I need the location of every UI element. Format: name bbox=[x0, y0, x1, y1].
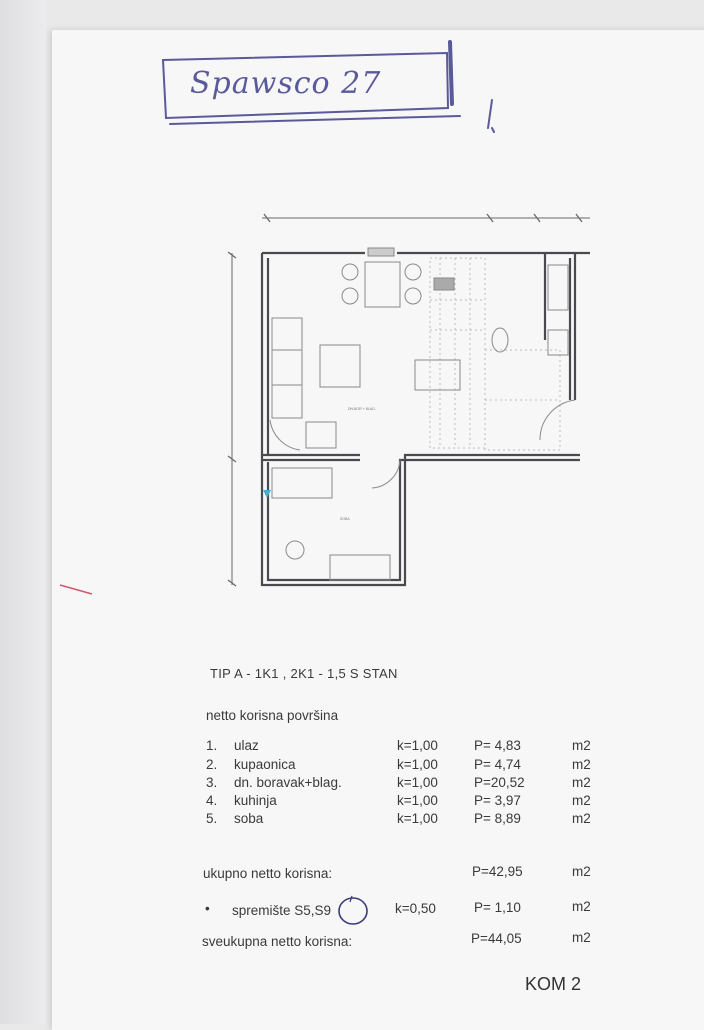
total-p: P=42,95 bbox=[472, 864, 523, 879]
plan-title: TIP A - 1K1 , 2K1 - 1,5 S STAN bbox=[210, 666, 398, 681]
room-name: ulaz bbox=[234, 738, 259, 753]
svg-text:DN.BOR + BLAG.: DN.BOR + BLAG. bbox=[348, 407, 376, 411]
room-k: k=1,00 bbox=[397, 793, 438, 808]
grand-p: P=44,05 bbox=[471, 931, 522, 946]
room-num: 5. bbox=[206, 811, 218, 826]
grand-unit: m2 bbox=[572, 930, 591, 945]
room-unit: m2 bbox=[572, 738, 591, 753]
room-num: 2. bbox=[206, 757, 218, 772]
storage-label: spremište S5,S9 bbox=[232, 903, 332, 918]
room-k: k=1,00 bbox=[397, 757, 438, 772]
storage-k: k=0,50 bbox=[395, 901, 436, 916]
paper-sheet bbox=[52, 30, 704, 1030]
room-unit: m2 bbox=[572, 793, 591, 808]
room-p: P= 3,97 bbox=[474, 793, 521, 808]
room-unit: m2 bbox=[572, 775, 591, 790]
room-p: P= 8,89 bbox=[474, 811, 521, 826]
room-num: 3. bbox=[206, 775, 218, 790]
room-num: 4. bbox=[206, 793, 218, 808]
entry-marker-icon bbox=[263, 490, 271, 498]
room-name: kuhinja bbox=[234, 793, 277, 808]
table-heading: netto korisna površina bbox=[206, 708, 339, 723]
storage-bullet: • bbox=[205, 901, 210, 916]
room-k: k=1,00 bbox=[397, 775, 438, 790]
kom-label: KOM 2 bbox=[525, 974, 582, 994]
room-p: P= 4,83 bbox=[474, 738, 521, 753]
room-unit: m2 bbox=[572, 811, 591, 826]
storage-p: P= 1,10 bbox=[474, 900, 521, 915]
room-p: P= 4,74 bbox=[474, 757, 521, 772]
total-unit: m2 bbox=[572, 864, 591, 879]
handwritten-note: Spawsco 27 bbox=[190, 66, 382, 101]
room-k: k=1,00 bbox=[397, 811, 438, 826]
room-num: 1. bbox=[206, 738, 218, 753]
room-name: dn. boravak+blag. bbox=[234, 775, 342, 790]
room-name: soba bbox=[234, 811, 264, 826]
total-label: ukupno netto korisna: bbox=[203, 866, 333, 881]
scan-edge bbox=[0, 0, 46, 1024]
room-k: k=1,00 bbox=[397, 738, 438, 753]
grand-label: sveukupna netto korisna: bbox=[202, 934, 353, 949]
room-unit: m2 bbox=[572, 757, 591, 772]
room-name: kupaonica bbox=[234, 757, 296, 772]
svg-text:SOBA: SOBA bbox=[340, 517, 350, 521]
storage-unit: m2 bbox=[572, 899, 591, 914]
room-p: P=20,52 bbox=[474, 775, 525, 790]
pen-mark bbox=[59, 584, 93, 595]
